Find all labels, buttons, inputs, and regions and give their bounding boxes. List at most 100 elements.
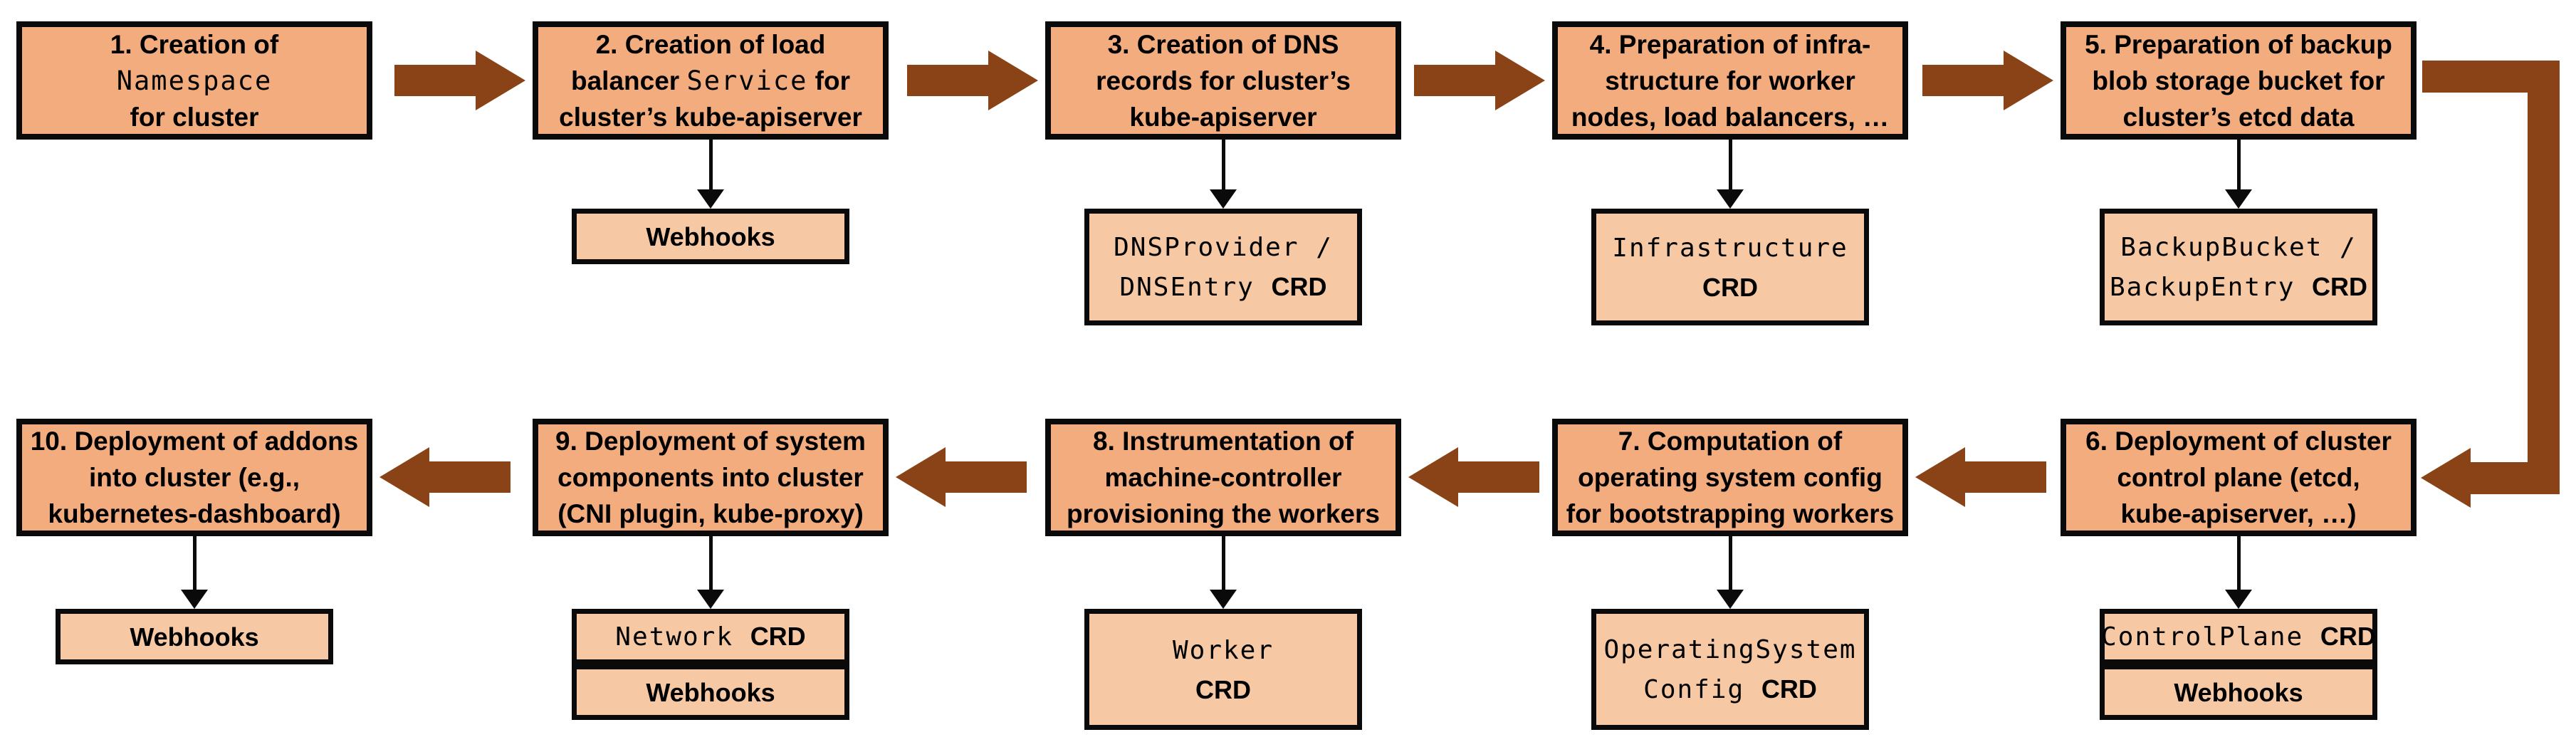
step-text-line: for cluster [130, 99, 259, 135]
step-text-line: components into cluster [557, 459, 864, 496]
code-text-segment: Worker [1172, 635, 1274, 665]
flow-step-7-box: 7. Computation of operating system config… [1552, 419, 1908, 536]
step-text-line: 6. Deployment of cluster [2085, 423, 2392, 459]
flow-arrow-5-to-6-vertical-segment [2528, 61, 2560, 494]
flow-arrow-9-to-10-head-icon [379, 447, 429, 507]
sub-box-text-line: CRD [1195, 670, 1251, 709]
label-text-segment: records for cluster’s [1096, 66, 1351, 95]
flow-arrow-7-to-8-head-icon [1408, 447, 1458, 507]
controlplane-crd-box-step-6: ControlPlane CRD [2100, 609, 2377, 664]
sub-box-text-line: Webhooks [646, 673, 775, 712]
label-text-segment: 10. Deployment of addons [30, 427, 359, 456]
flow-arrow-8-to-9-shaft [946, 461, 1027, 493]
flow-step-1-box: 1. Creation of Namespace for cluster [16, 21, 372, 140]
label-text-segment: for [807, 66, 851, 95]
sub-box-text-line: Webhooks [646, 217, 775, 256]
step-text-line: 8. Instrumentation of [1093, 423, 1354, 459]
down-arrowhead-icon [2225, 590, 2252, 609]
label-text-segment: 5. Preparation of backup [2085, 29, 2392, 59]
step-text-line: into cluster (e.g., [89, 459, 300, 496]
label-text-segment: CRD [1271, 272, 1327, 301]
flow-step-3-box: 3. Creation of DNS records for cluster’s k… [1045, 21, 1401, 140]
sub-box-text-line: DNSProvider / [1114, 227, 1333, 267]
code-text-segment: OperatingSystem [1603, 635, 1857, 664]
step-text-line: 5. Preparation of backup [2085, 26, 2392, 63]
down-connector-line [1729, 140, 1732, 190]
down-arrowhead-icon [1210, 590, 1237, 609]
flow-arrow-7-to-8-shaft [1458, 461, 1539, 493]
flow-step-6-box: 6. Deployment of cluster control plane (e… [2061, 419, 2417, 536]
step-text-line: kube-apiserver [1129, 99, 1316, 135]
down-arrowhead-icon [697, 590, 724, 609]
webhooks-box-step-2: Webhooks [572, 209, 849, 264]
label-text-segment: cluster’s kube-apiserver [559, 102, 862, 132]
sub-box-text-line: Webhooks [130, 617, 258, 657]
step-text-line: Namespace [117, 63, 272, 99]
step-text-line: 2. Creation of load [596, 26, 826, 63]
label-text-segment: 6. Deployment of cluster [2085, 427, 2392, 456]
label-text-segment: 2. Creation of load [595, 29, 826, 59]
step-text-line: (CNI plugin, kube-proxy) [557, 496, 864, 532]
label-text-segment: balancer [570, 66, 687, 95]
step-text-line: 1. Creation of [110, 26, 278, 63]
step-text-line: 3. Creation of DNS [1108, 26, 1339, 63]
down-connector-line [1729, 536, 1732, 590]
label-text-segment: 7. Computation of [1618, 427, 1843, 456]
network-crd-box-step-9: Network CRD [572, 609, 849, 664]
label-text-segment: kube-apiserver, …) [2120, 499, 2357, 528]
flow-arrow-2-to-3-head-icon [988, 51, 1038, 110]
label-text-segment: operating system config [1578, 463, 1883, 492]
down-arrowhead-icon [1717, 189, 1744, 209]
code-text-segment: DNSEntry [1119, 273, 1272, 302]
sub-box-text-line: Network CRD [615, 617, 805, 657]
step-text-line: cluster’s kube-apiserver [559, 99, 862, 135]
label-text-segment: CRD [1195, 674, 1251, 704]
down-arrowhead-icon [2225, 189, 2252, 209]
down-connector-line [1222, 536, 1225, 590]
label-text-segment: 4. Preparation of infra- [1589, 29, 1871, 59]
step-text-line: kube-apiserver, …) [2120, 496, 2356, 532]
label-text-segment: components into cluster [557, 463, 864, 492]
code-text-segment: BackupBucket / [2120, 233, 2357, 262]
step-text-line: 10. Deployment of addons [31, 423, 359, 459]
label-text-segment: CRD [2320, 622, 2376, 651]
label-text-segment: blob storage bucket for [2092, 66, 2385, 95]
step-text-line: records for cluster’s [1096, 63, 1351, 99]
label-text-segment: CRD [1761, 674, 1817, 704]
label-text-segment: for cluster [130, 102, 259, 132]
label-text-segment: 8. Instrumentation of [1093, 427, 1354, 456]
step-text-line: 9. Deployment of system [555, 423, 866, 459]
step-text-line: for bootstrapping workers [1566, 496, 1894, 532]
sub-box-text-line: Webhooks [2174, 673, 2303, 712]
webhooks-box-step-10: Webhooks [56, 609, 333, 664]
flow-step-10-box: 10. Deployment of addons into cluster (e.… [16, 419, 372, 536]
step-text-line: control plane (etcd, [2117, 459, 2360, 496]
backupbucket-backupentry-crd-box-step-5: BackupBucket /BackupEntry CRD [2100, 209, 2377, 325]
label-text-segment: CRD [1702, 272, 1758, 302]
code-text-segment: Network [615, 622, 750, 652]
down-arrowhead-icon [1210, 189, 1237, 209]
step-text-line: nodes, load balancers, … [1571, 99, 1889, 135]
code-text-segment: Namespace [116, 65, 273, 96]
sub-box-text-line: CRD [1702, 268, 1758, 307]
flow-arrow-5-to-6-head-icon [2421, 448, 2471, 508]
label-text-segment: nodes, load balancers, … [1571, 102, 1890, 132]
label-text-segment: (CNI plugin, kube-proxy) [557, 499, 864, 528]
flow-arrow-4-to-5-shaft [1922, 65, 2004, 96]
label-text-segment: 1. Creation of [110, 29, 279, 59]
label-text-segment: 9. Deployment of system [555, 427, 866, 456]
label-text-segment: cluster’s etcd data [2122, 102, 2355, 132]
flow-step-9-box: 9. Deployment of system components into c… [533, 419, 889, 536]
down-connector-line [709, 536, 713, 590]
down-arrowhead-icon [1717, 590, 1744, 609]
down-connector-line [2237, 536, 2241, 590]
flow-step-4-box: 4. Preparation of infra-structure for wo… [1552, 21, 1908, 140]
down-connector-line [1222, 140, 1225, 190]
label-text-segment: control plane (etcd, [2117, 463, 2360, 492]
flow-arrow-3-to-4-shaft [1414, 65, 1495, 96]
down-arrowhead-icon [697, 189, 724, 209]
